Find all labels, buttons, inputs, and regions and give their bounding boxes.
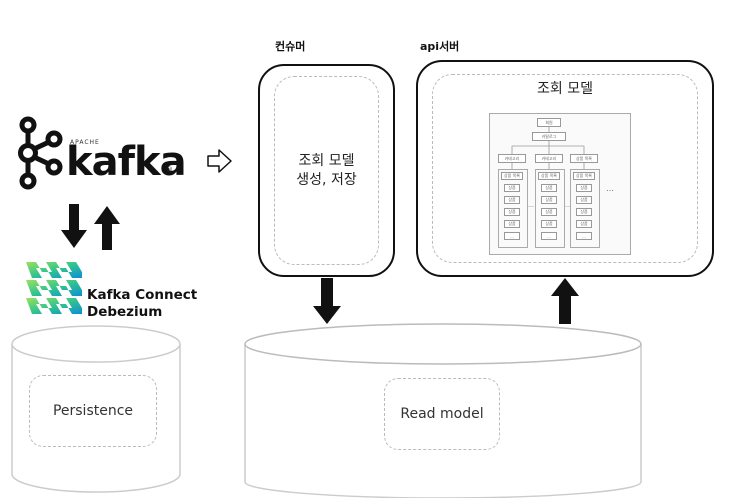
tree-column: 상품 목록 상품 상품 상품 상품 … [535, 169, 565, 248]
tree-item: 상품 [541, 220, 557, 228]
tree-mid-node: 카탈로그 [532, 132, 566, 141]
persistence-box: Persistence [29, 375, 157, 447]
tree-column: 상품 목록 상품 상품 상품 상품 … [498, 169, 528, 248]
api-model-title: 조회 모델 [537, 81, 593, 97]
arrow-up-icon [94, 206, 120, 250]
kafka-registered-mark: ® [166, 166, 173, 174]
tree-column: 상품 목록 상품 상품 상품 상품 … [570, 169, 600, 248]
persistence-cylinder [11, 325, 181, 493]
tree-item: 상품 [576, 184, 592, 192]
tree-root-node: 회원 [537, 118, 561, 127]
arrow-up-icon [551, 278, 579, 324]
consumer-title: 컨슈머 [275, 40, 306, 53]
tree-item: 상품 [576, 220, 592, 228]
tree-separator: … [528, 202, 534, 209]
read-model-label: Read model [400, 406, 484, 422]
api-server-title: api서버 [420, 40, 460, 53]
tree-item: … [541, 232, 557, 240]
connect-line2: Debezium [87, 304, 163, 320]
read-model-box: Read model [384, 378, 500, 450]
outline-arrow-right-icon [207, 149, 232, 173]
tree-item: 상품 [576, 196, 592, 204]
kafka-logo-icon [18, 116, 63, 190]
tree-item: 상품 목록 [501, 172, 523, 180]
tree-level1-node: 상품 목록 [570, 154, 598, 163]
tree-item: 상품 [504, 196, 520, 204]
tree-connectors [511, 127, 585, 169]
tree-ellipsis: … [606, 184, 614, 193]
connect-label: Kafka Connect Debezium [87, 287, 197, 321]
consumer-box [258, 64, 395, 277]
consumer-line2: 생성, 저장 [296, 171, 357, 188]
kafka-connect-arrows [61, 204, 120, 250]
tree-item: 상품 [541, 196, 557, 204]
debezium-logo-icon [26, 262, 82, 314]
arrow-down-icon [61, 204, 87, 248]
tree-item: 상품 [504, 220, 520, 228]
arrow-down-icon [313, 278, 341, 324]
persistence-label: Persistence [52, 403, 134, 419]
consumer-inner-box: 조회 모델 생성, 저장 [274, 76, 379, 265]
tree-item: 상품 [576, 208, 592, 216]
tree-item: 상품 목록 [538, 172, 560, 180]
tree-separator: … [565, 202, 571, 209]
kafka-apache-label: APACHE [70, 139, 100, 146]
api-server-inner-box [432, 74, 698, 263]
tree-item: … [576, 232, 592, 240]
tree-level1-node: 카테고리 [498, 154, 526, 163]
consumer-line1: 조회 모델 [298, 152, 355, 169]
tree-diagram: 회원 카탈로그 카테고리 카테고리 상품 목록 상품 목록 상품 상품 상품 상… [489, 113, 631, 255]
tree-item: 상품 [504, 184, 520, 192]
tree-item: 상품 [541, 208, 557, 216]
tree-item: … [504, 232, 520, 240]
read-model-cylinder [244, 323, 642, 498]
tree-item: 상품 [504, 208, 520, 216]
connect-line1: Kafka Connect [87, 287, 198, 303]
kafka-wordmark: kafka [66, 139, 187, 185]
tree-item: 상품 [541, 184, 557, 192]
tree-level1-node: 카테고리 [535, 154, 563, 163]
consumer-text: 조회 모델 생성, 저장 [296, 152, 356, 190]
tree-item: 상품 목록 [573, 172, 595, 180]
